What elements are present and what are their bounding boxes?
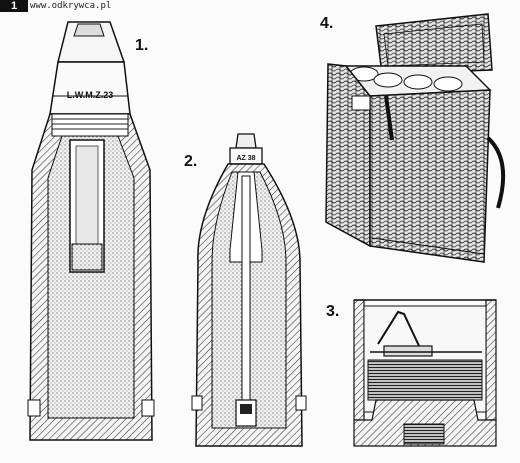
basket-handle [486, 136, 506, 209]
shell-2-drawing [191, 133, 307, 447]
driving-band-left [27, 399, 41, 417]
shell-2-band-left [191, 395, 203, 411]
container-base [353, 399, 497, 447]
figure-4-number: 4. [320, 15, 333, 32]
stacked-contents [367, 359, 483, 401]
shell-2-band-right [295, 395, 307, 411]
shell-2-fuze-marking: AZ 38 [236, 155, 255, 162]
basket-base-edge [371, 237, 485, 255]
basket-shell-top-4 [433, 76, 463, 92]
basket-front-face [369, 89, 491, 263]
basket-lid-frame [383, 23, 485, 67]
fuze-2-tip [235, 133, 257, 149]
release-lever [377, 310, 421, 349]
page-corner-tab: 1 [0, 0, 28, 12]
shell-1-drawing [27, 21, 155, 441]
basket-shell-top-3 [403, 74, 433, 90]
base-insert [403, 423, 445, 445]
figure-2-number: 2. [184, 153, 197, 170]
figure-3-number: 3. [326, 303, 339, 320]
container-wall-left [353, 299, 365, 421]
container-section-drawing [353, 299, 497, 447]
watermark-url: www.odkrywca.pl [30, 1, 112, 11]
base-detonator-core [240, 404, 252, 414]
shell-1-fuze-marking: L.W.M.Z.23 [67, 90, 114, 100]
basket-side-face [325, 63, 371, 248]
driving-band-right [141, 399, 155, 417]
basket-lid [375, 13, 493, 75]
booster-inner [75, 145, 99, 245]
basket-strap [384, 95, 394, 141]
wicker-basket-drawing [325, 13, 506, 263]
container-wall-right [485, 299, 497, 421]
clasp [383, 345, 433, 357]
booster-charge [71, 243, 103, 271]
fuze-tip [73, 23, 105, 37]
fuze-thread [51, 113, 129, 137]
fuze-body [49, 61, 131, 115]
figure-1-number: 1. [135, 37, 148, 54]
shell-2-flash-tube [241, 175, 251, 403]
basket-shell-top-2 [373, 72, 403, 88]
basket-buckle [351, 95, 371, 111]
